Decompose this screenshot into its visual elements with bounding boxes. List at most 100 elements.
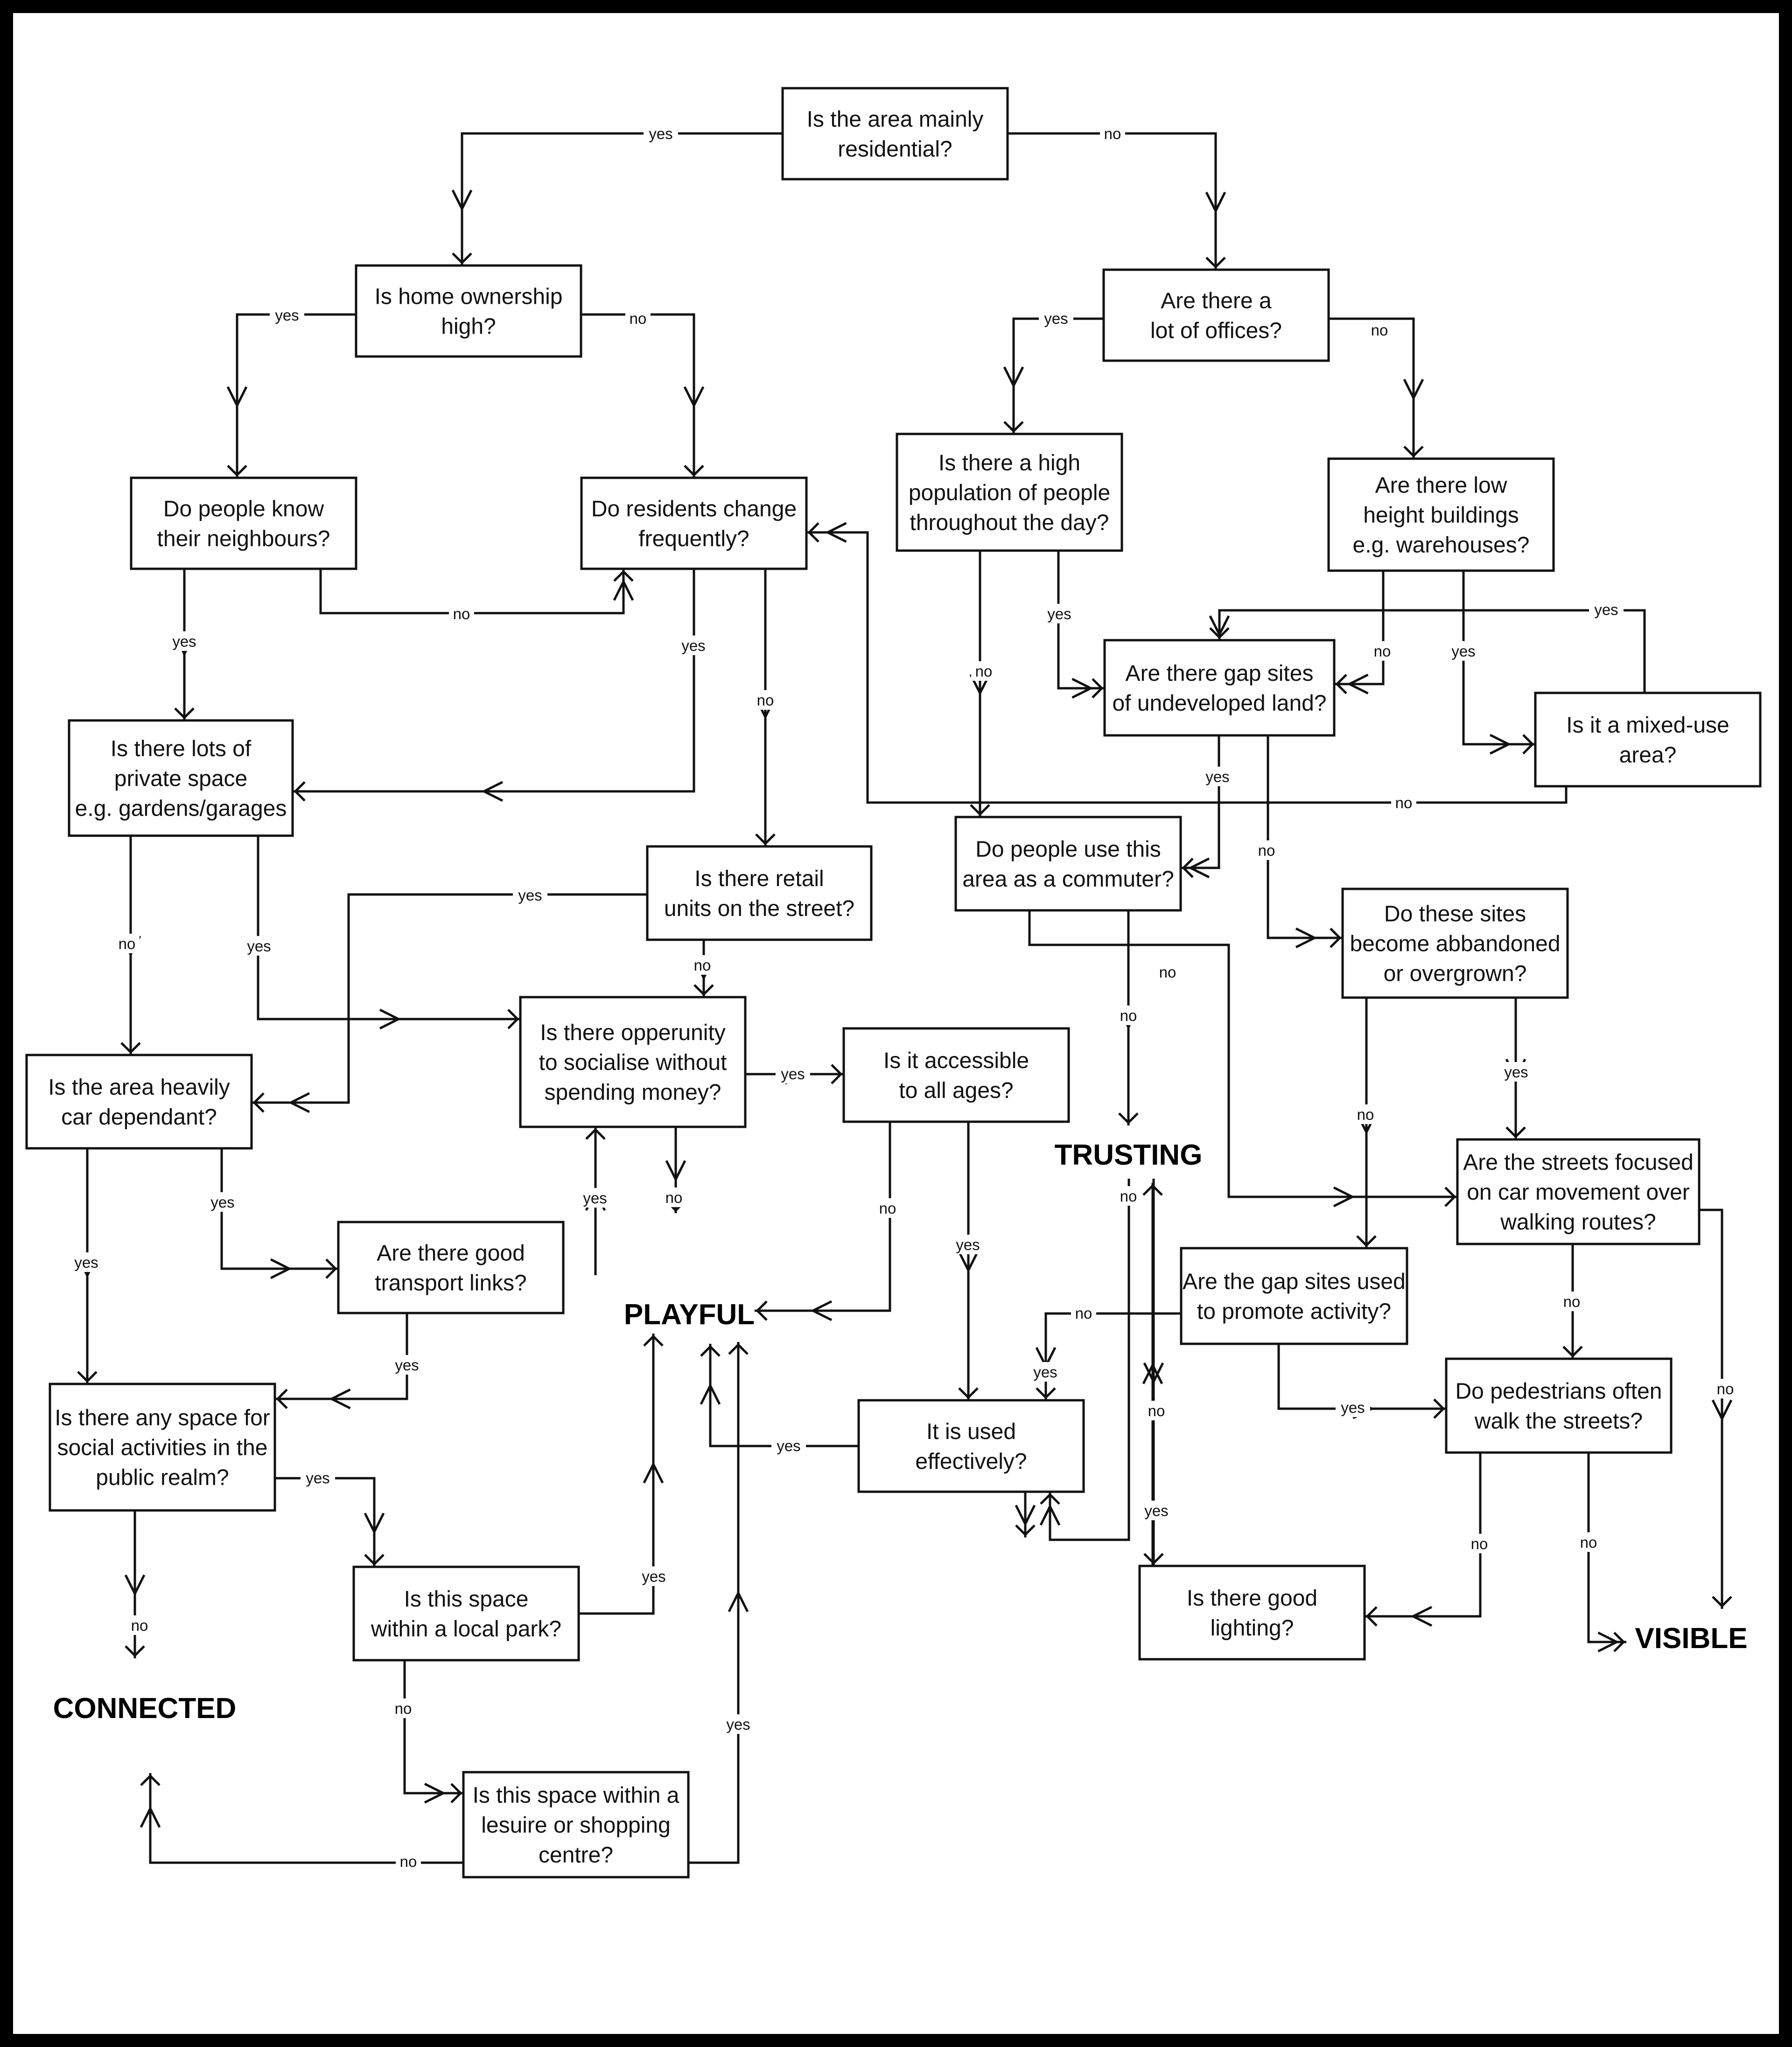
- arrowhead: [807, 522, 819, 543]
- branch-label-yes: yes: [1341, 1399, 1365, 1416]
- branch-label-no: no: [694, 957, 711, 974]
- branch-label-no: no: [1374, 643, 1391, 660]
- branch-label-background: [1370, 641, 1395, 661]
- arrowhead: [1522, 734, 1534, 755]
- question-text: effectively?: [915, 1449, 1027, 1474]
- arrowhead: [424, 1782, 446, 1804]
- branch-label-background: [270, 305, 304, 325]
- question-text: Is there good: [1187, 1586, 1317, 1611]
- branch-label-background: [690, 955, 715, 975]
- arrowhead: [1410, 1606, 1433, 1627]
- branch-label-background: [661, 1188, 686, 1207]
- question-box-border: [462, 1771, 690, 1879]
- arrowhead: [140, 1774, 161, 1786]
- branch-label-yes: yes: [1033, 1363, 1057, 1381]
- question-text: to socialise without: [539, 1050, 727, 1075]
- arrowhead: [643, 1334, 664, 1347]
- branch-label-yes: yes: [642, 1568, 665, 1585]
- arrowhead: [451, 189, 473, 212]
- branch-label-background: [1499, 1062, 1533, 1082]
- question-text: lesuire or shopping: [481, 1813, 671, 1838]
- question-text: Is it accessible: [883, 1048, 1029, 1073]
- branch-label-no: no: [131, 1617, 148, 1634]
- question-box-border: [337, 1221, 565, 1314]
- arrowhead: [810, 1300, 833, 1321]
- branch-label-background: [1039, 308, 1073, 328]
- connector-arrow: [220, 1148, 338, 1270]
- arrowhead: [825, 522, 847, 543]
- question-text: Are there a: [1161, 289, 1272, 314]
- question-text: walking routes?: [1500, 1210, 1656, 1235]
- question-text: population of people: [909, 481, 1110, 505]
- arrowhead: [1209, 627, 1230, 639]
- branch-label-background: [721, 1714, 756, 1734]
- question-box-border: [842, 1027, 1070, 1123]
- arrowhead: [1597, 1631, 1620, 1653]
- branch-label-background: [1155, 962, 1180, 982]
- branch-label-background: [69, 1252, 104, 1272]
- arrowhead: [756, 1300, 768, 1321]
- question-text: to all ages?: [899, 1078, 1014, 1103]
- arrowhead: [970, 804, 990, 816]
- branch-label-background: [1042, 604, 1077, 623]
- arrowhead: [1039, 1503, 1061, 1526]
- branch-label-yes: yes: [210, 1194, 234, 1211]
- branch-label-no: no: [1717, 1380, 1734, 1397]
- connector-arrow: [806, 531, 1568, 804]
- branch-label-no: no: [453, 605, 470, 622]
- branch-label-background: [676, 636, 711, 655]
- question-text: lot of offices?: [1150, 319, 1282, 343]
- arrowhead: [364, 1512, 385, 1535]
- question-text: spending money?: [545, 1080, 721, 1105]
- arrowhead: [728, 1343, 749, 1355]
- arrowhead: [1505, 1126, 1526, 1139]
- branch-label-no: no: [1580, 1534, 1597, 1551]
- question-text: area?: [1619, 743, 1677, 768]
- branch-label-no: no: [1471, 1535, 1488, 1552]
- arrowhead: [700, 1345, 721, 1357]
- question-box-border: [857, 1399, 1085, 1493]
- connector-arrow: [403, 1660, 463, 1795]
- question-box-border: [781, 87, 1009, 181]
- arrowhead: [1356, 1235, 1377, 1247]
- arrowhead: [329, 1388, 351, 1410]
- arrowhead: [1040, 1493, 1060, 1505]
- arrowhead: [1333, 1186, 1355, 1208]
- branch-label-no: no: [1258, 842, 1275, 859]
- arrowhead: [450, 1783, 462, 1803]
- branch-label-no: no: [975, 663, 993, 680]
- connector-arrow: [755, 1122, 891, 1312]
- branch-label-no: no: [1159, 964, 1176, 981]
- arrowhead: [294, 781, 306, 802]
- branch-label-background: [1116, 1186, 1141, 1206]
- arrowhead: [124, 1574, 146, 1597]
- question-box-border: [1534, 692, 1762, 788]
- o-visible-label: VISIBLE: [1635, 1622, 1747, 1655]
- arrowhead: [276, 1389, 288, 1409]
- branch-label-background: [771, 1436, 806, 1455]
- branch-label-no: no: [879, 1200, 896, 1217]
- arrowhead: [452, 252, 472, 265]
- branch-label-yes: yes: [777, 1437, 800, 1454]
- question-text: to promote activity?: [1197, 1299, 1391, 1324]
- branch-label-background: [951, 1235, 985, 1254]
- branch-label-no: no: [400, 1853, 417, 1870]
- question-box-border: [49, 1383, 276, 1512]
- o-trusting-label: TRUSTING: [1055, 1139, 1203, 1171]
- question-box-border: [1456, 1138, 1701, 1245]
- arrowhead: [1365, 1606, 1378, 1627]
- question-text: public realm?: [96, 1466, 229, 1490]
- question-text: residential?: [838, 137, 952, 162]
- branch-label-no: no: [395, 1700, 412, 1717]
- branch-label-background: [1254, 840, 1279, 860]
- arrowhead: [958, 1251, 979, 1273]
- question-box-border: [355, 264, 582, 358]
- branch-label-yes: yes: [1205, 768, 1229, 785]
- question-box-border: [519, 996, 747, 1128]
